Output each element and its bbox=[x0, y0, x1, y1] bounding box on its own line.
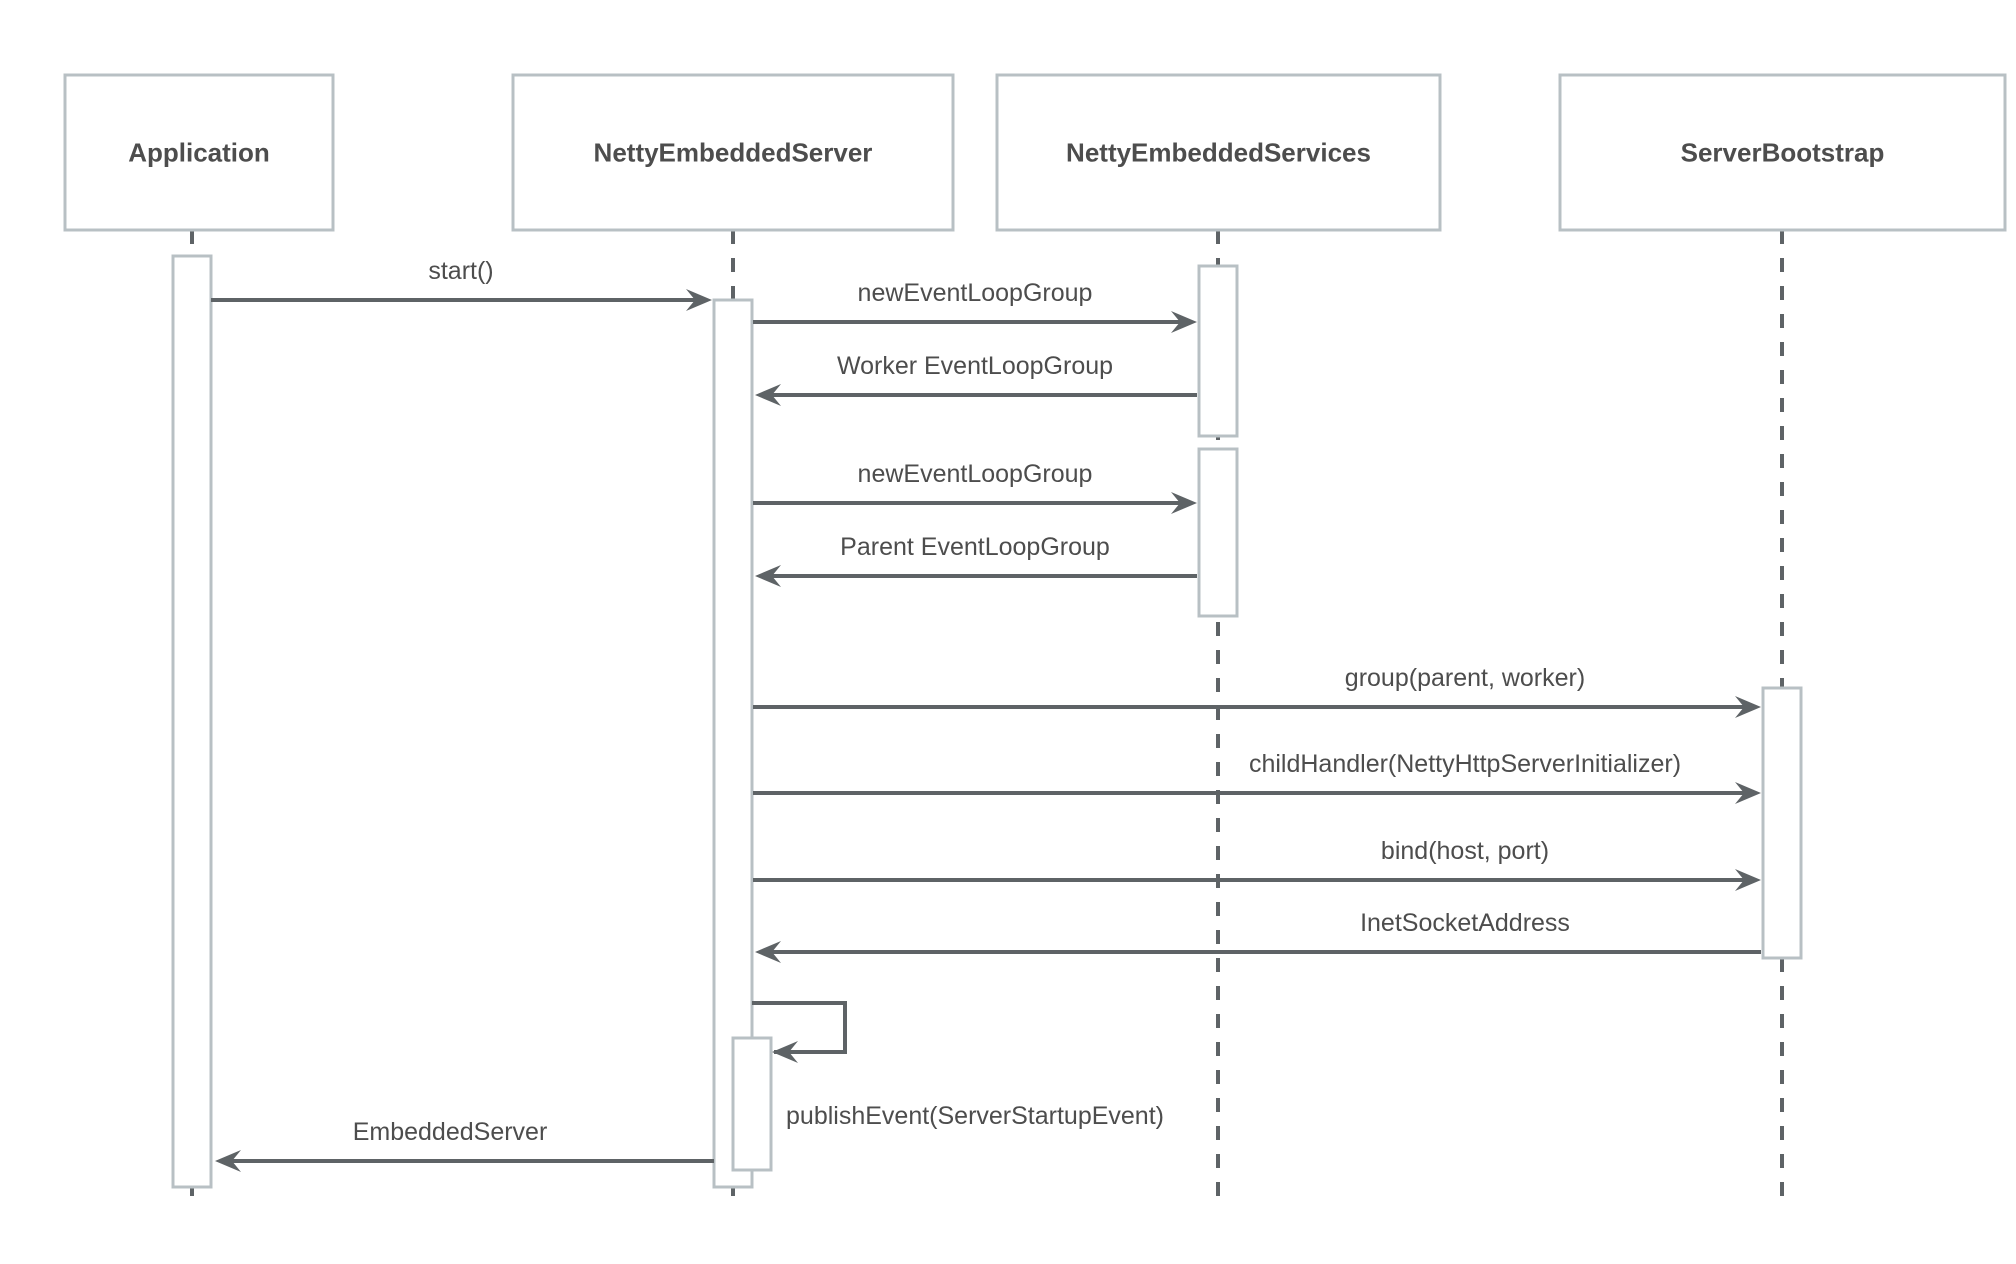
arrowhead bbox=[1171, 311, 1197, 333]
arrowhead bbox=[772, 1041, 798, 1063]
participant-box-nettyEmbeddedServices bbox=[995, 73, 1442, 232]
message-label: publishEvent(ServerStartupEvent) bbox=[786, 1102, 1164, 1130]
participant-box-nettyEmbeddedServer bbox=[511, 73, 955, 232]
activation-bar-act-services-parent bbox=[1197, 447, 1239, 618]
arrowhead bbox=[215, 1150, 241, 1172]
message-msg-inetsocketaddress[interactable]: InetSocketAddress bbox=[755, 909, 1761, 963]
arrowhead bbox=[686, 289, 712, 311]
activation-bar-act-application bbox=[171, 254, 213, 1189]
message-msg-bind[interactable]: bind(host, port) bbox=[753, 837, 1761, 891]
message-self-call-line bbox=[752, 1001, 847, 1054]
message-msg-selfcall[interactable] bbox=[752, 1001, 847, 1063]
message-msg-start[interactable]: start() bbox=[211, 257, 712, 311]
message-msg-worker-eventloopgroup[interactable]: Worker EventLoopGroup bbox=[755, 352, 1197, 406]
participant-application[interactable]: Application bbox=[63, 73, 335, 232]
participant-label-nettyEmbeddedServices: NettyEmbeddedServices bbox=[1066, 137, 1371, 167]
message-label: start() bbox=[428, 257, 493, 285]
activation-bar-act-services-worker bbox=[1197, 264, 1239, 438]
arrowhead bbox=[1735, 869, 1761, 891]
message-msg-childHandler[interactable]: childHandler(NettyHttpServerInitializer) bbox=[753, 750, 1761, 804]
message-msg-embeddedserver[interactable]: EmbeddedServer bbox=[215, 1118, 714, 1172]
message-label: newEventLoopGroup bbox=[858, 460, 1093, 488]
activations-layer bbox=[171, 254, 1803, 1189]
message-label: bind(host, port) bbox=[1381, 837, 1549, 865]
message-msg-newEventLoopGroup-parent[interactable]: newEventLoopGroup bbox=[753, 460, 1197, 514]
participant-label-nettyEmbeddedServer: NettyEmbeddedServer bbox=[594, 137, 873, 167]
message-msg-group[interactable]: group(parent, worker) bbox=[753, 664, 1761, 718]
message-label: group(parent, worker) bbox=[1345, 664, 1585, 692]
participant-box-application bbox=[63, 73, 335, 232]
arrowhead bbox=[755, 565, 781, 587]
message-label: Parent EventLoopGroup bbox=[840, 533, 1110, 561]
participant-box-serverBootstrap bbox=[1558, 73, 2007, 232]
participant-label-serverBootstrap: ServerBootstrap bbox=[1681, 137, 1885, 167]
arrowhead bbox=[755, 384, 781, 406]
activation-bar-act-bootstrap bbox=[1761, 686, 1803, 960]
arrowhead bbox=[1171, 492, 1197, 514]
participants-layer: Application NettyEmbeddedServer NettyEmbed… bbox=[63, 73, 2007, 232]
participant-nettyEmbeddedServices[interactable]: NettyEmbeddedServices bbox=[995, 73, 1442, 232]
message-label: Worker EventLoopGroup bbox=[837, 352, 1113, 380]
message-label: childHandler(NettyHttpServerInitializer) bbox=[1249, 750, 1681, 778]
participant-label-application: Application bbox=[128, 137, 270, 167]
message-label: EmbeddedServer bbox=[353, 1118, 548, 1146]
activation-bar-act-server-selfcall bbox=[731, 1036, 773, 1172]
message-msg-newEventLoopGroup-worker[interactable]: newEventLoopGroup bbox=[753, 279, 1197, 333]
arrowhead bbox=[1735, 782, 1761, 804]
message-label: InetSocketAddress bbox=[1360, 909, 1570, 937]
arrowhead bbox=[755, 941, 781, 963]
message-msg-publishEvent[interactable]: publishEvent(ServerStartupEvent) bbox=[786, 1102, 1164, 1130]
participant-serverBootstrap[interactable]: ServerBootstrap bbox=[1558, 73, 2007, 232]
arrowhead bbox=[1735, 696, 1761, 718]
message-label: newEventLoopGroup bbox=[858, 279, 1093, 307]
participant-nettyEmbeddedServer[interactable]: NettyEmbeddedServer bbox=[511, 73, 955, 232]
message-msg-parent-eventloopgroup[interactable]: Parent EventLoopGroup bbox=[755, 533, 1197, 587]
